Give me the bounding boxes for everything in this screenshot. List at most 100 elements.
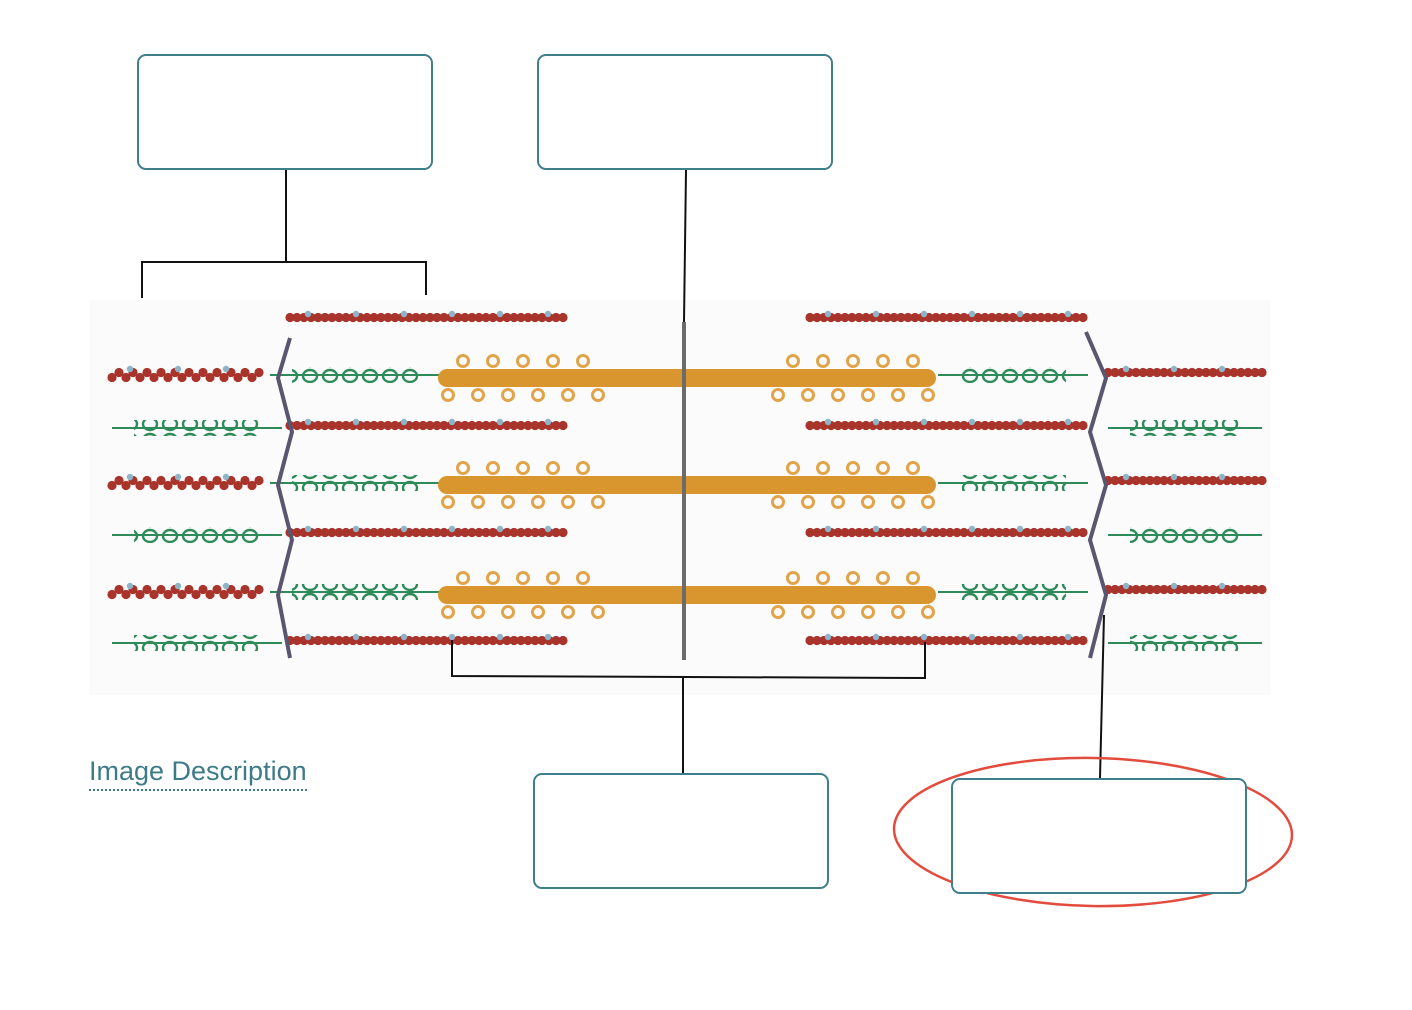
actin-bead bbox=[938, 635, 948, 646]
actin-bead bbox=[1001, 312, 1011, 323]
actin-bead bbox=[833, 527, 843, 538]
actin-bead bbox=[292, 527, 302, 538]
troponin-dot bbox=[920, 633, 928, 641]
myosin-head bbox=[771, 495, 785, 509]
actin-bead bbox=[240, 584, 250, 595]
actin-bead bbox=[509, 420, 519, 431]
actin-bead bbox=[847, 635, 857, 646]
actin-bead bbox=[523, 420, 533, 431]
titin-coil bbox=[292, 367, 418, 383]
actin-bead bbox=[219, 480, 229, 491]
actin-bead bbox=[903, 527, 913, 538]
actin-bead bbox=[537, 312, 547, 323]
troponin-dot bbox=[1064, 633, 1072, 641]
actin-bead bbox=[149, 589, 159, 600]
actin-bead bbox=[184, 367, 194, 378]
actin-bead bbox=[1236, 584, 1246, 595]
actin-bead bbox=[1008, 312, 1018, 323]
myosin-head bbox=[456, 461, 470, 475]
myosin-head bbox=[501, 388, 515, 402]
actin-bead bbox=[327, 420, 337, 431]
actin-bead bbox=[1043, 420, 1053, 431]
actin-bead bbox=[432, 420, 442, 431]
actin-bead bbox=[1138, 475, 1148, 486]
actin-bead bbox=[198, 367, 208, 378]
actin-bead bbox=[509, 635, 519, 646]
actin-bead bbox=[938, 420, 948, 431]
actin-bead bbox=[523, 527, 533, 538]
actin-bead bbox=[177, 589, 187, 600]
actin-bead bbox=[320, 527, 330, 538]
troponin-dot bbox=[968, 525, 976, 533]
myosin-head bbox=[441, 495, 455, 509]
actin-bead bbox=[135, 372, 145, 383]
actin-bead bbox=[320, 312, 330, 323]
answer-box-bottom-right[interactable] bbox=[951, 778, 1247, 894]
titin-coil bbox=[960, 475, 1066, 491]
actin-bead bbox=[1110, 367, 1120, 378]
myosin-head bbox=[576, 461, 590, 475]
actin-bead bbox=[882, 312, 892, 323]
thin-filaments bbox=[107, 310, 1267, 646]
actin-bead bbox=[945, 635, 955, 646]
actin-bead bbox=[959, 527, 969, 538]
actin-bead bbox=[1078, 635, 1088, 646]
actin-bead bbox=[191, 480, 201, 491]
actin-bead bbox=[247, 480, 257, 491]
troponin-dot bbox=[824, 525, 832, 533]
actin-bead bbox=[882, 420, 892, 431]
troponin-dot bbox=[968, 633, 976, 641]
actin-bead bbox=[198, 584, 208, 595]
actin-bead bbox=[425, 420, 435, 431]
actin-bead bbox=[460, 527, 470, 538]
myosin-head bbox=[591, 605, 605, 619]
myosin-head bbox=[441, 605, 455, 619]
actin-bead bbox=[516, 527, 526, 538]
actin-bead bbox=[1036, 635, 1046, 646]
thin-filament-icon bbox=[107, 473, 264, 491]
actin-bead bbox=[945, 527, 955, 538]
image-description-link[interactable]: Image Description bbox=[89, 756, 307, 791]
answer-box-top-left[interactable] bbox=[137, 54, 433, 170]
actin-bead bbox=[1257, 584, 1267, 595]
myosin-head bbox=[816, 461, 830, 475]
myosin-head bbox=[771, 605, 785, 619]
titin-springs bbox=[112, 367, 1262, 651]
leader-lines bbox=[141, 169, 1105, 779]
actin-bead bbox=[861, 420, 871, 431]
answer-box-top-center[interactable] bbox=[537, 54, 833, 170]
actin-bead bbox=[1078, 312, 1088, 323]
actin-bead bbox=[805, 420, 815, 431]
actin-bead bbox=[107, 589, 117, 600]
z-disc-icon bbox=[275, 337, 295, 659]
actin-bead bbox=[896, 420, 906, 431]
actin-bead bbox=[509, 312, 519, 323]
titin-coil bbox=[960, 367, 1066, 383]
actin-bead bbox=[341, 527, 351, 538]
actin-bead bbox=[833, 312, 843, 323]
actin-bead bbox=[142, 367, 152, 378]
titin-spring-icon bbox=[1108, 527, 1262, 543]
titin-spring-icon bbox=[1108, 420, 1262, 436]
actin-bead bbox=[219, 589, 229, 600]
actin-bead bbox=[1036, 527, 1046, 538]
actin-bead bbox=[481, 420, 491, 431]
troponin-dot bbox=[352, 418, 360, 426]
myosin-head bbox=[456, 571, 470, 585]
actin-bead bbox=[107, 480, 117, 491]
actin-bead bbox=[1243, 475, 1253, 486]
actin-bead bbox=[537, 420, 547, 431]
actin-bead bbox=[467, 635, 477, 646]
troponin-dot bbox=[1064, 525, 1072, 533]
actin-bead bbox=[285, 312, 295, 323]
titin-coil bbox=[134, 635, 260, 651]
actin-bead bbox=[994, 420, 1004, 431]
myosin-head bbox=[546, 571, 560, 585]
actin-bead bbox=[1187, 367, 1197, 378]
actin-bead bbox=[987, 527, 997, 538]
answer-box-bottom-center[interactable] bbox=[533, 773, 829, 889]
actin-bead bbox=[502, 527, 512, 538]
troponin-dot bbox=[400, 525, 408, 533]
actin-bead bbox=[488, 527, 498, 538]
